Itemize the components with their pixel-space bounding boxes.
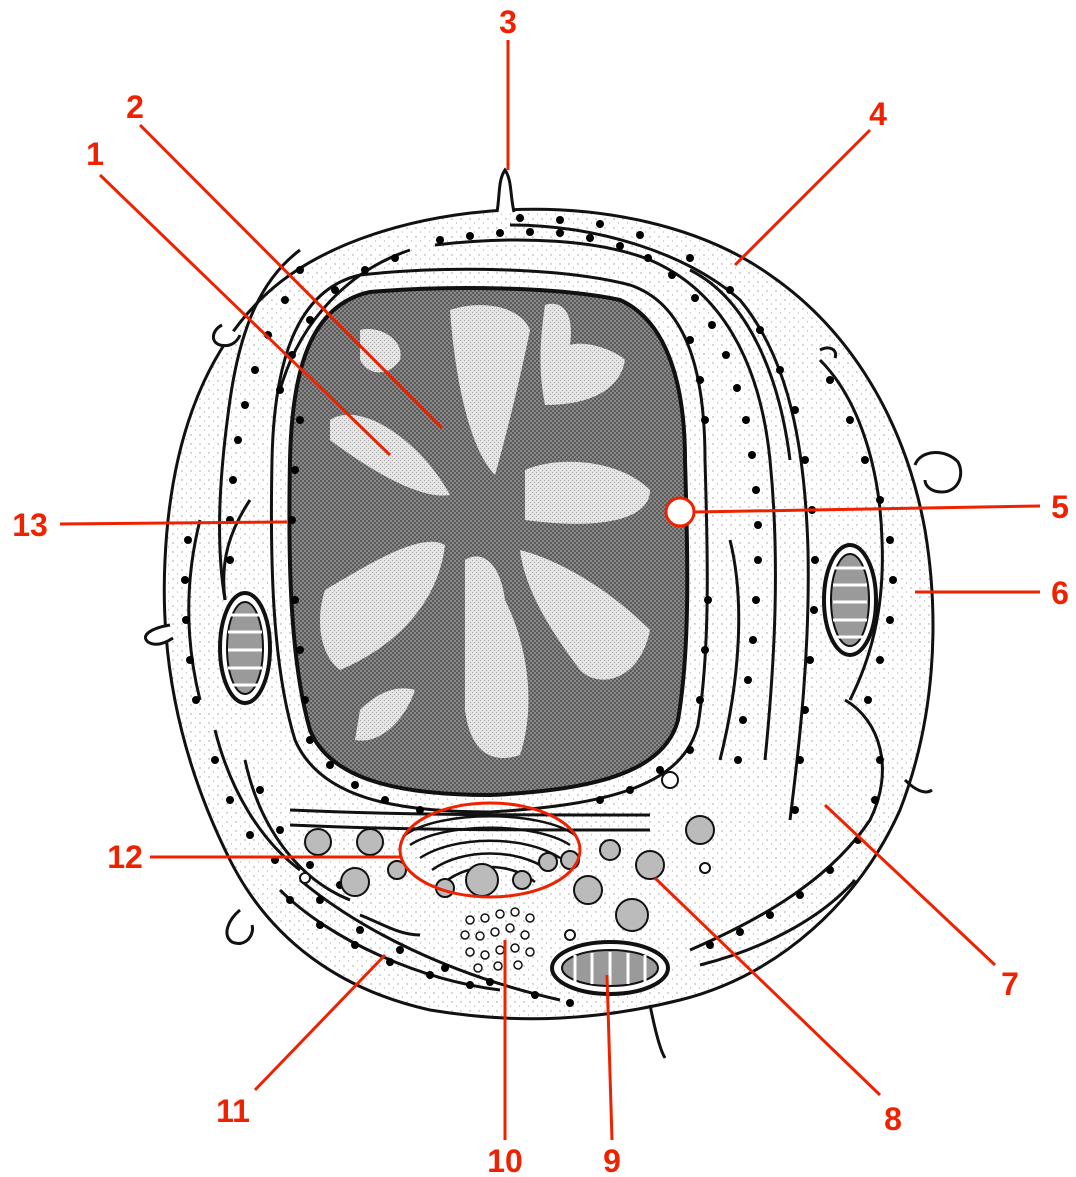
nuclear-pore	[666, 498, 694, 526]
label-12: 12	[107, 839, 143, 875]
label-3: 3	[499, 4, 517, 40]
label-6: 6	[1051, 575, 1069, 611]
label-8: 8	[884, 1101, 902, 1137]
label-1: 1	[86, 136, 104, 172]
label-11: 11	[216, 1093, 250, 1129]
label-2: 2	[126, 89, 144, 125]
nucleus	[271, 269, 707, 812]
label-4: 4	[869, 96, 887, 132]
label-7: 7	[1001, 966, 1019, 1002]
label-9: 9	[603, 1143, 621, 1177]
mitochondrion-right	[824, 545, 876, 655]
label-13: 13	[12, 507, 48, 543]
label-5: 5	[1051, 489, 1069, 525]
mitochondrion-left	[220, 593, 270, 703]
mitochondrion-bottom	[552, 942, 668, 994]
label-10: 10	[487, 1143, 523, 1177]
